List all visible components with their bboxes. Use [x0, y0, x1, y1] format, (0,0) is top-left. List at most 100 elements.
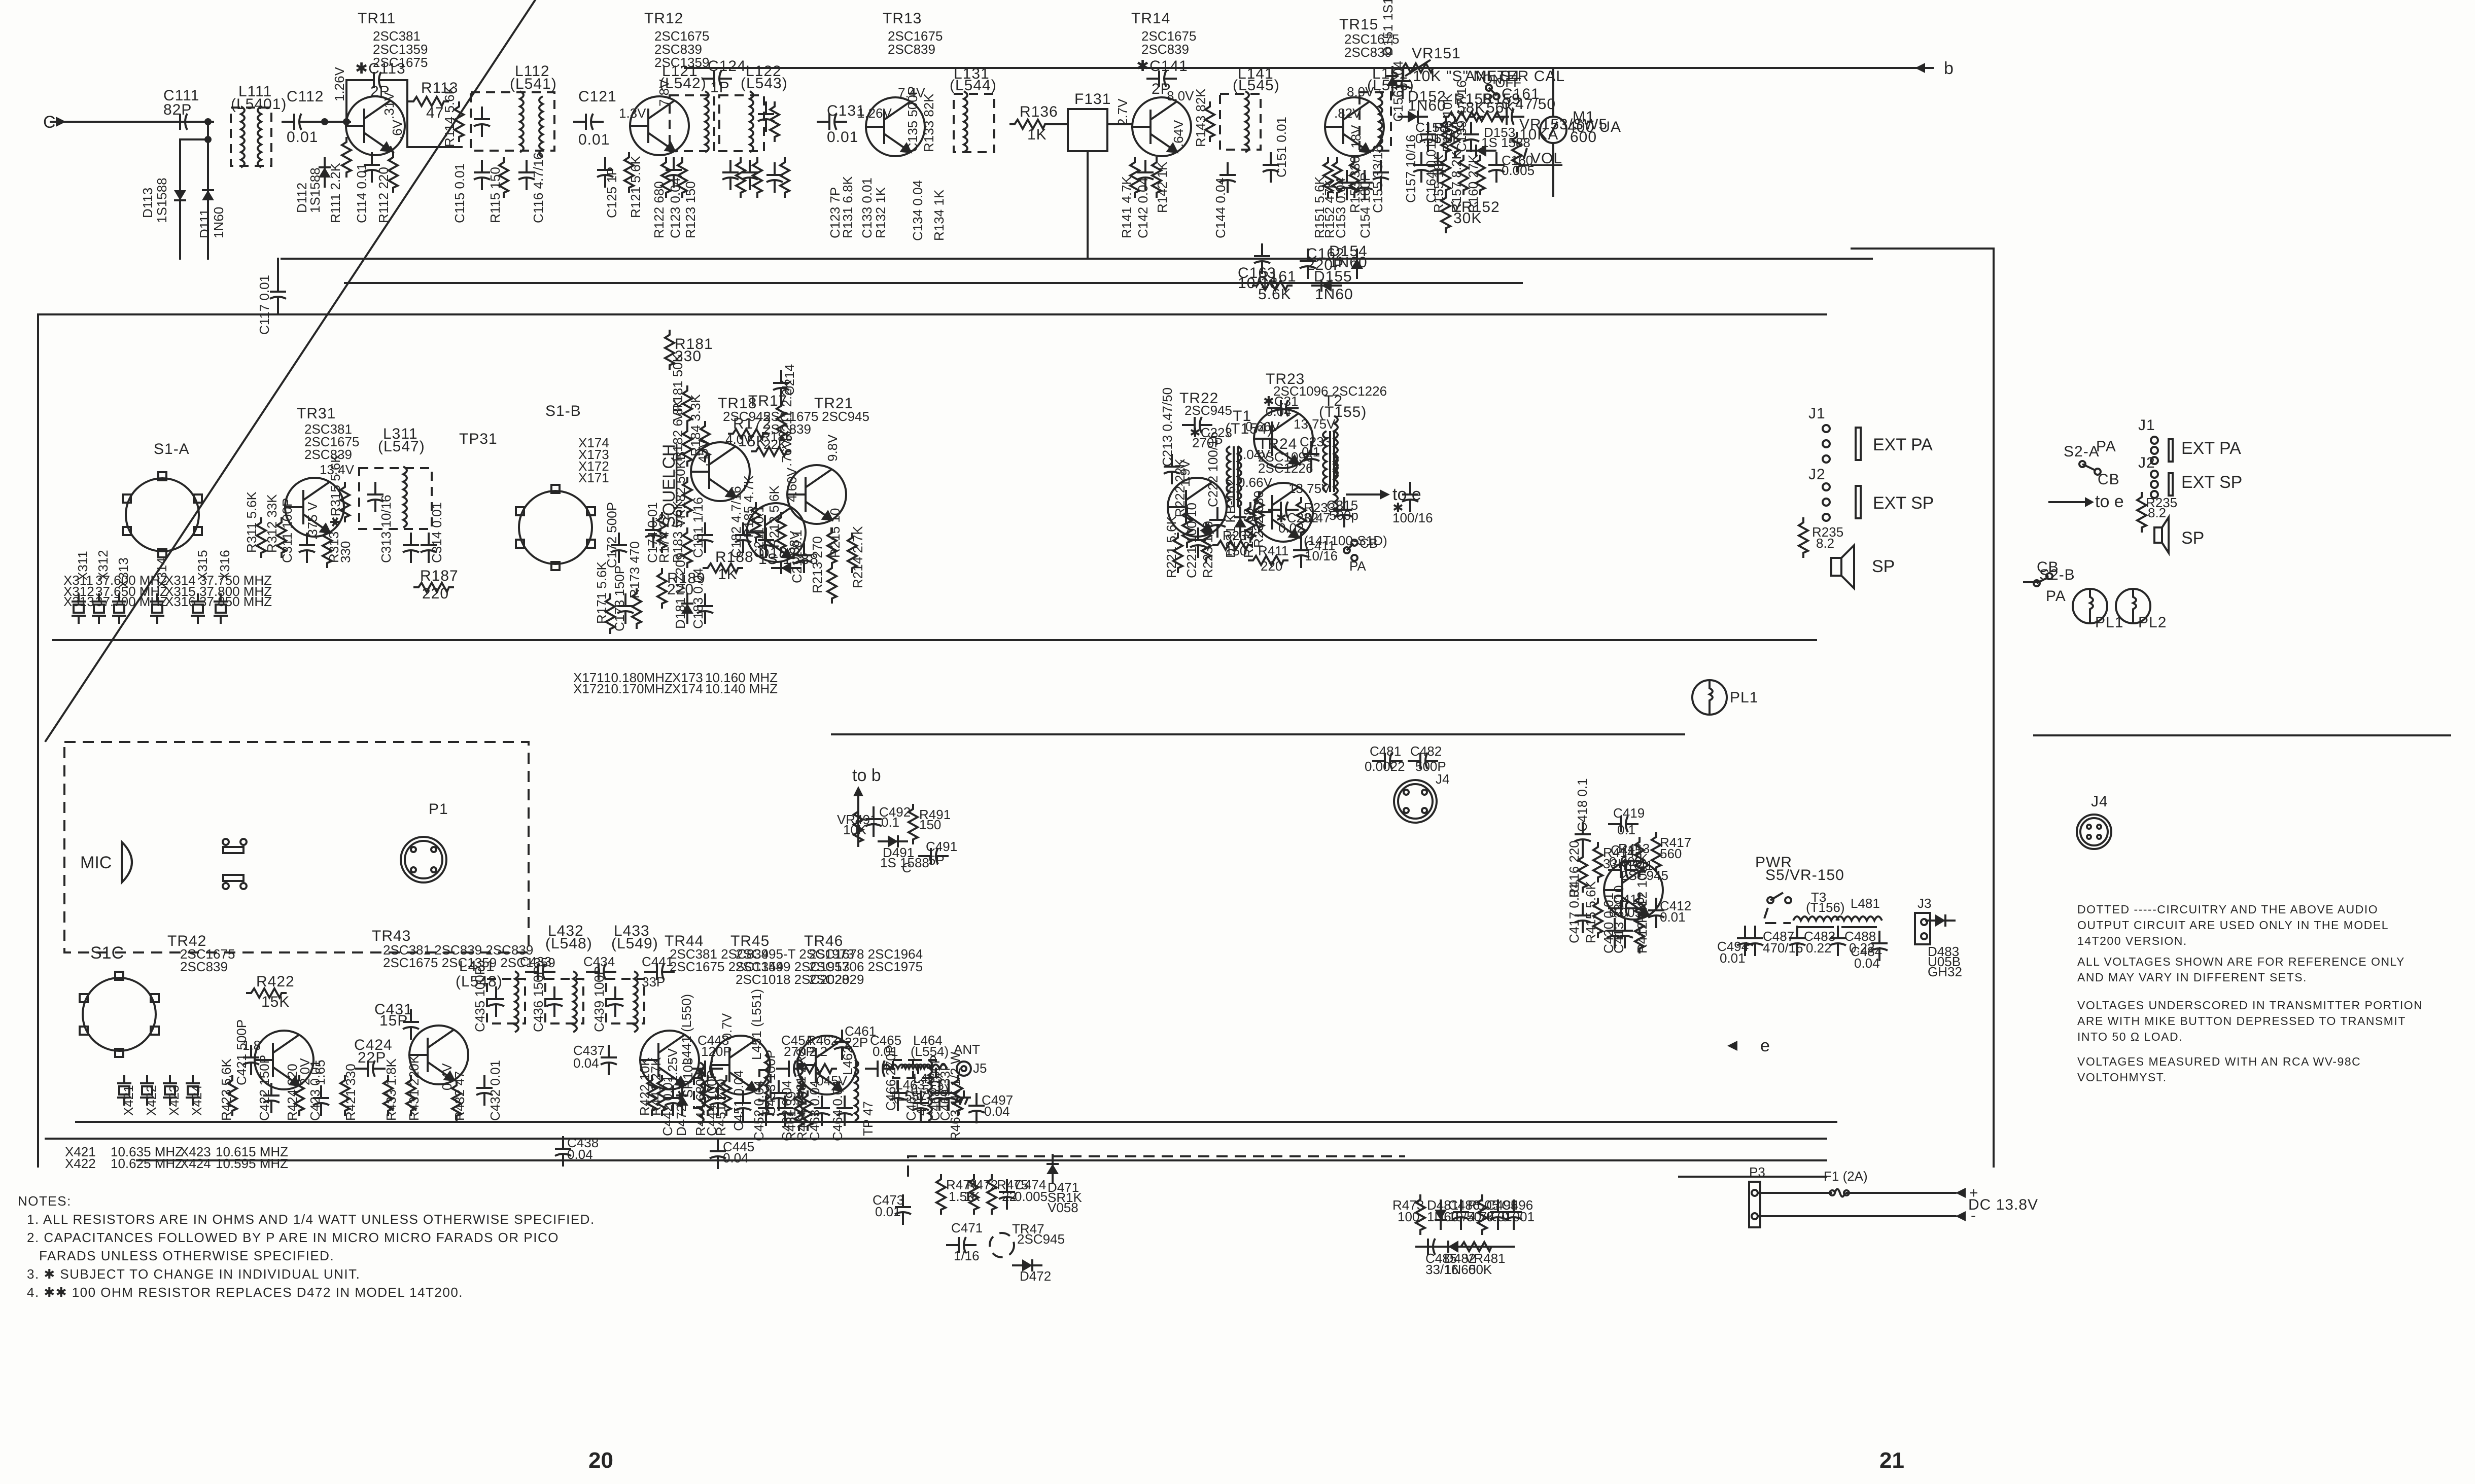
l441-label: L441 (L550) [679, 994, 694, 1065]
channel-switch-s1a[interactable] [122, 471, 203, 558]
c434-label: C434 [583, 954, 615, 969]
coil-l131 [963, 90, 968, 153]
side-note-line: INTO 50 Ω LOAD. [2077, 1030, 2183, 1043]
tr23-label: TR23 [1266, 371, 1305, 387]
capacitor-c436 [545, 985, 564, 1018]
d151-label: D151 1S1588 [1380, 0, 1396, 56]
c412-value: 0.01 [1660, 909, 1686, 925]
alt-resistor-r235 [2136, 491, 2147, 534]
tr43-type-2: 2SC1675 2SC1359 2SC1359 [383, 955, 555, 970]
s1c-label: S1C [90, 943, 124, 963]
r313-value: 330 [338, 541, 353, 563]
switch-s2a[interactable] [2078, 460, 2102, 476]
c496-value: 0.001 [1502, 1209, 1535, 1224]
x172-freq: 10.170MHZ [604, 681, 673, 696]
capacitor-c134 [765, 161, 784, 194]
x313-freq-ref: X313 [63, 594, 94, 609]
c453-label: C453 100P [763, 1050, 778, 1116]
tr18-collector-voltage: 4.0V [725, 432, 753, 447]
d113-value: 1S1588 [154, 178, 169, 223]
r451-label: R451 270 [713, 1079, 728, 1136]
c223-value: 270P [1192, 435, 1223, 450]
tr31-type-2: 2SC1675 [304, 434, 359, 449]
r432-label: R432 47 [452, 1071, 467, 1121]
d482-value: 1N60 [1444, 1262, 1476, 1277]
d182-value: 1S 1588 [758, 551, 819, 568]
x421-freq: 10.635 MHZ [111, 1144, 183, 1159]
anl-switch-s4[interactable] [1485, 84, 1501, 100]
power-plug-p3[interactable] [1748, 1181, 1761, 1228]
c314-label: C314 0.01 [429, 502, 444, 563]
c443-value: 120P [701, 1044, 732, 1059]
r233-value: 0.47 [1305, 510, 1331, 525]
x316-freq: 37.850 MHZ [199, 594, 272, 609]
e-input-label: e [1760, 1036, 1770, 1055]
ptt-switch[interactable] [222, 838, 248, 890]
d231-label: D231 KB-162 [1223, 479, 1238, 558]
cb-pa-switch-s1d[interactable] [1343, 539, 1358, 562]
d471-alt-value: V058 [1048, 1200, 1078, 1215]
alt-jack-j2[interactable] [2150, 470, 2174, 499]
pwr-switch-label: S5/VR-150 [1765, 867, 1844, 884]
c451-label: C451 0.04 [731, 1070, 746, 1131]
c124-value: 1P [710, 79, 730, 96]
resistor-r414 [1592, 841, 1603, 884]
c100-asterisk: ✱ [1392, 500, 1404, 515]
c445-label: C445 [723, 1139, 754, 1154]
dc-jack-j3[interactable] [1914, 912, 1931, 945]
c100-value: 100/16 [1392, 510, 1433, 525]
tr15-type-1: 2SC1675 [1344, 31, 1399, 47]
tr21-base-voltage: .76V [779, 439, 794, 467]
alt-jack-j1[interactable] [2150, 436, 2174, 465]
s2b-pa-label: PA [2046, 588, 2066, 605]
x174-label: X174 [578, 435, 609, 450]
vr151-label: VR151 [1412, 45, 1461, 62]
channel-switch-s1c[interactable] [79, 971, 160, 1058]
c432-label: C432 0.01 [487, 1060, 503, 1121]
tr46-type-2: 2SC1306 2SC1975 [809, 959, 923, 974]
jack-j2-ext-sp[interactable] [1822, 482, 1862, 522]
t2-part: (T155) [1319, 404, 1367, 420]
c445-value: 0.04 [723, 1150, 749, 1165]
r156-label: R156 10K [1440, 93, 1455, 152]
d491-value: 1S 1588 [880, 855, 929, 870]
d182-label: D182 [758, 545, 797, 561]
tr45-type-1: 2SC495-T 2SC1973 [736, 946, 854, 962]
resistor-r111 [341, 136, 352, 179]
crystal-bank-s1c: X421 X422 X423 X424 [116, 1074, 204, 1116]
c158-label: C158 [1415, 120, 1447, 135]
transformer-t1 [1226, 445, 1242, 508]
x312-freq: 37.650 MHZ [95, 584, 168, 599]
fuse-f1-label: F1 (2A) [1824, 1169, 1868, 1184]
switch-s2b[interactable] [2033, 572, 2053, 587]
x311-label: X311 [75, 551, 90, 581]
r411-value: 220 [1261, 558, 1282, 574]
r422-label: R422 [256, 973, 295, 990]
jack-j1-ext-pa[interactable] [1822, 424, 1862, 464]
receiver-rf-if-section: C C111 82P D113 1S1588 D111 1N60 L111 (L… [37, 0, 1995, 1168]
channel-switch-s1b[interactable] [515, 484, 596, 571]
alt-r235-value: 8.2 [2148, 505, 2166, 520]
r235-label: R235 [1812, 524, 1843, 540]
l462-label: L462 [840, 1046, 855, 1075]
c431-label: C431 [374, 1001, 413, 1018]
potentiometer-vr481[interactable] [1455, 1241, 1497, 1252]
r433-label: R433 1.8K [384, 1058, 399, 1121]
alt-j4-label: J4 [2091, 793, 2108, 810]
x173-freq: 10.160 MHZ [705, 670, 778, 685]
m1-label: M1 [1573, 109, 1595, 125]
tr15-emitter-voltage: .18V [1348, 125, 1364, 152]
power-switch-s5[interactable] [1761, 892, 1792, 924]
l432-part: (L548) [545, 935, 592, 952]
antenna-connector-j5[interactable] [956, 1061, 972, 1077]
r155-label: R155 18K [1431, 154, 1446, 213]
l433-label: L433 [614, 923, 650, 939]
r142-label: R142 1K [1155, 161, 1170, 213]
r312-label: R312 33K [264, 494, 280, 553]
x312-freq-ref: X312 [63, 584, 94, 599]
r424-label: R424 220 [285, 1064, 300, 1121]
r491-label: R491 [919, 807, 951, 822]
d112-label: D112 [294, 183, 309, 213]
inductor-l481 [1835, 915, 1883, 928]
tr46-type-3: 2SC2029 [809, 972, 864, 987]
